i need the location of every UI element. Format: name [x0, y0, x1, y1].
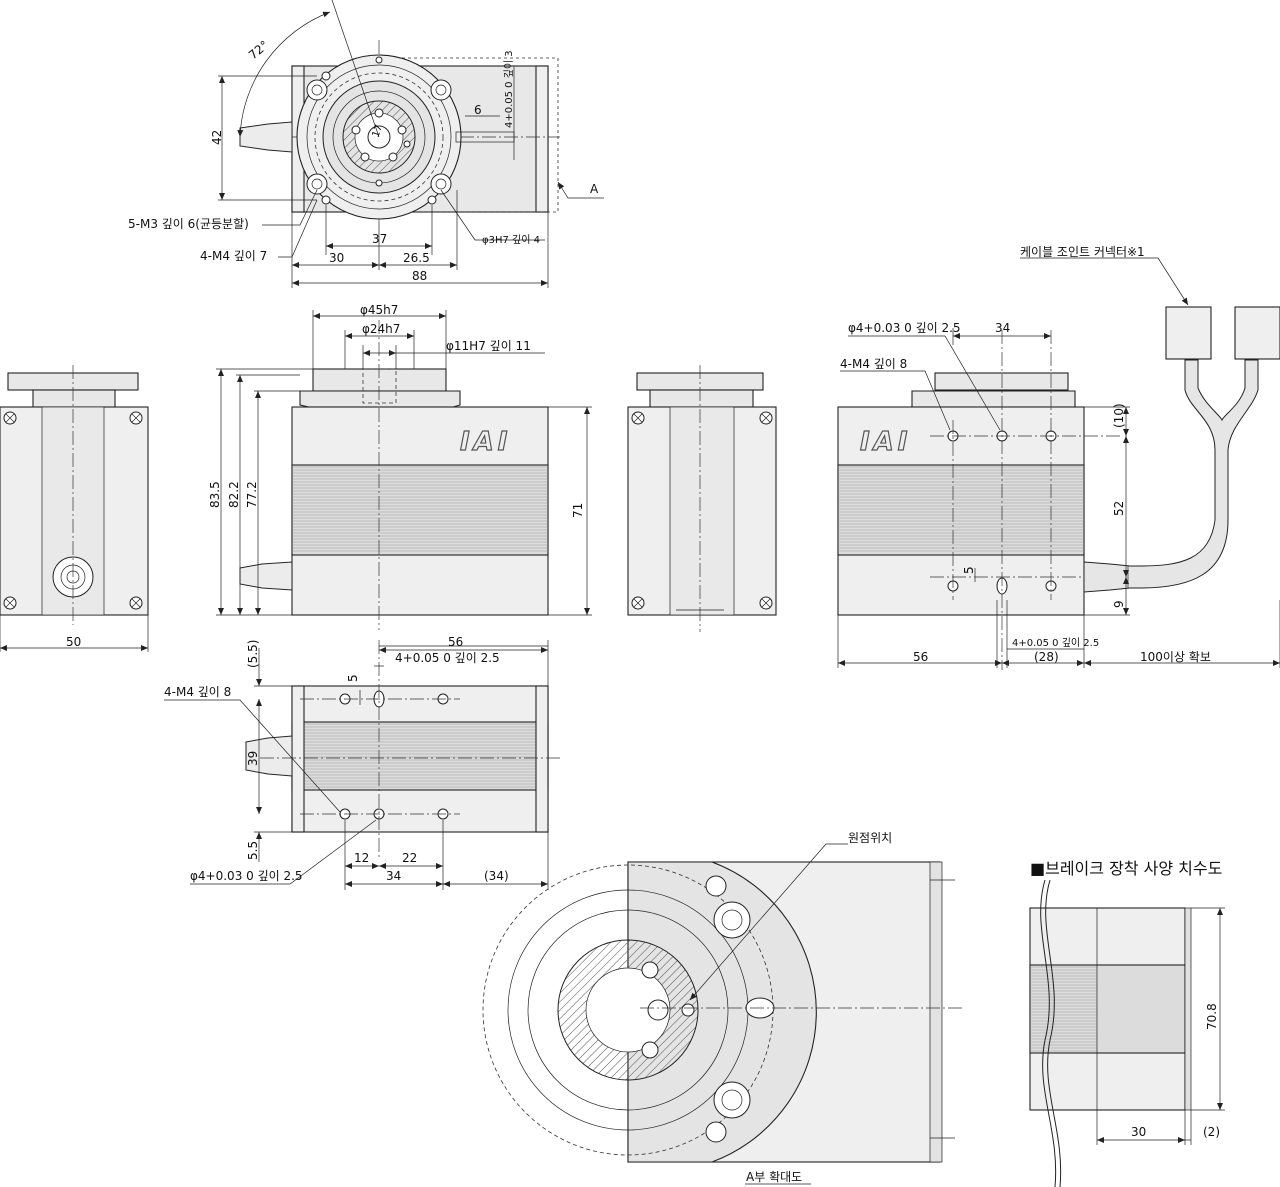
- detail-a-view: [482, 843, 965, 1185]
- pin-hole-label: φ3H7 깊이 4: [482, 234, 540, 246]
- dim-83-5: 83.5: [208, 481, 222, 508]
- top-view: [218, 0, 604, 288]
- key-side-label: 4+0.05 0 깊이 2.5: [1012, 637, 1099, 649]
- phi45-label: φ45h7: [360, 303, 398, 317]
- dim-brake-2: (2): [1203, 1125, 1220, 1139]
- clearance-label: 100이상 확보: [1140, 650, 1211, 664]
- annotation-labels: 5-M3 깊이 6(균등분할) 4-M4 깊이 7 φ3H7 깊이 4 4+0.…: [66, 38, 1222, 1184]
- side-view: IAI: [837, 257, 1280, 670]
- dim-side-28: (28): [1034, 650, 1059, 664]
- dim-side-5: 5: [962, 566, 976, 574]
- dim-bot-34p: (34): [484, 869, 509, 883]
- dim-bot-5: 5: [346, 674, 360, 682]
- dim-side-9: 9: [1112, 600, 1126, 608]
- cable-joint-label: 케이블 조인트 커넥터※1: [1020, 245, 1145, 259]
- phi24-label: φ24h7: [362, 322, 400, 336]
- brake-view: [1029, 879, 1225, 1187]
- ref-a-label: A: [590, 182, 599, 196]
- bottom-view: [164, 640, 560, 890]
- dim-17: 17: [370, 123, 385, 139]
- dim-42: 42: [210, 130, 224, 145]
- right-end-view: [627, 365, 777, 632]
- phi11-label: φ11H7 깊이 11: [446, 339, 531, 353]
- origin-label: 원점위치: [848, 831, 892, 845]
- key-bottom-label: 4+0.05 0 깊이 2.5: [395, 651, 500, 665]
- phi4-side-label: φ4+0.03 0 깊이 2.5: [848, 321, 961, 335]
- m4-side-label: 4-M4 깊이 8: [840, 357, 907, 371]
- dim-side-56: 56: [913, 650, 928, 664]
- dim-bot-5-5a: (5.5): [246, 640, 260, 668]
- dim-30: 30: [329, 251, 344, 265]
- phi4-bottom-label: φ4+0.03 0 깊이 2.5: [190, 869, 303, 883]
- dim-side-52: 52: [1112, 501, 1126, 516]
- dim-bot-56: 56: [448, 635, 463, 649]
- dim-bot-12: 12: [354, 851, 369, 865]
- dim-brake-70-8: 70.8: [1205, 1003, 1219, 1030]
- brake-title: ■브레이크 장착 사양 치수도: [1030, 859, 1222, 878]
- dim-88: 88: [412, 269, 427, 283]
- dim-37: 37: [372, 232, 387, 246]
- detail-a-label: A부 확대도: [746, 1170, 802, 1184]
- dim-bot-39: 39: [246, 751, 260, 766]
- dim-bot-22: 22: [402, 851, 417, 865]
- m4-holes-top-label: 4-M4 깊이 7: [200, 249, 267, 263]
- dim-bot-5-5b: 5.5: [246, 841, 260, 860]
- key-tol-label: 4+0.05 0 깊이 3: [503, 50, 515, 128]
- dim-50: 50: [66, 635, 81, 649]
- angle-label: 72°: [246, 38, 271, 62]
- iai-logo-front: IAI: [460, 427, 511, 457]
- iai-logo-side: IAI: [860, 427, 911, 457]
- m3-holes-label: 5-M3 깊이 6(균등분할): [128, 217, 249, 231]
- dim-bot-34: 34: [386, 869, 401, 883]
- m4-bottom-label: 4-M4 깊이 8: [164, 685, 231, 699]
- dim-side-34: 34: [995, 321, 1010, 335]
- front-view: IAI: [216, 310, 592, 630]
- dim-brake-30: 30: [1131, 1125, 1146, 1139]
- dim-6: 6: [474, 103, 482, 117]
- dim-side-10: (10): [1112, 403, 1126, 428]
- dim-26-5: 26.5: [403, 251, 430, 265]
- left-end-view: [0, 365, 149, 652]
- dim-82-2: 82.2: [227, 481, 241, 508]
- dim-77-2: 77.2: [245, 481, 259, 508]
- dim-71: 71: [571, 503, 585, 518]
